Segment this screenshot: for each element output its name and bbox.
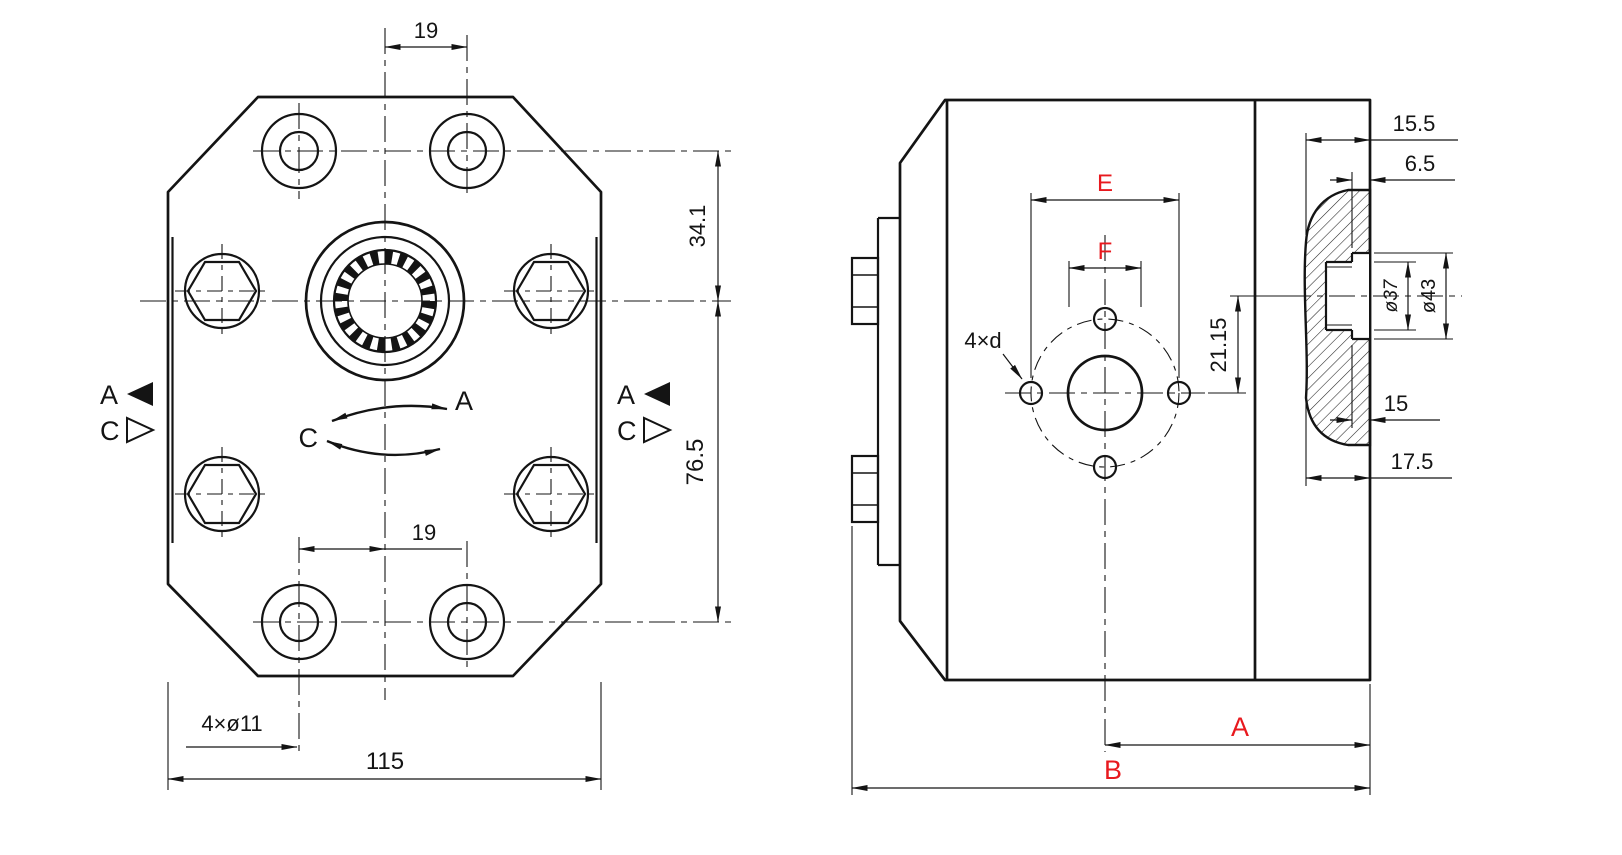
flange-bolt-top-left <box>175 244 269 338</box>
dim-f: F <box>1068 238 1142 307</box>
dim-counterbore-depth: 6.5 <box>1330 151 1455 248</box>
dim-b: B <box>851 526 1371 795</box>
rotation-label-c: C <box>299 423 319 453</box>
mounting-hole-bottom-left <box>260 583 338 661</box>
dim-e: E <box>1030 170 1180 378</box>
view-marker-a-label: A <box>100 380 118 410</box>
view-marker-c-label: C <box>617 416 637 446</box>
port-bore-outline <box>1324 251 1370 341</box>
dim-port-offset-depth: 15.5 <box>1305 111 1458 235</box>
dim-port-face-label: 17.5 <box>1391 449 1434 474</box>
bolt-head-lower <box>850 454 880 524</box>
front-centerlines <box>140 28 731 753</box>
view-marker-a-arrow-icon <box>127 382 153 406</box>
dim-a-label: A <box>1231 712 1249 742</box>
rotation-label-a: A <box>455 386 473 416</box>
dim-port-face: 17.5 <box>1305 402 1452 486</box>
dim-b-label: B <box>1104 755 1122 785</box>
dim-port-offset-depth-label: 15.5 <box>1393 111 1436 136</box>
view-marker-c-arrow-icon <box>643 416 673 444</box>
pump-body-outline <box>898 98 1372 682</box>
view-markers-left: A C <box>100 380 156 446</box>
mounting-hole-top-left <box>260 112 338 190</box>
dim-a: A <box>1104 684 1371 795</box>
shaft-spline <box>304 220 466 382</box>
flange-bolt-bottom-left <box>175 447 269 541</box>
front-view: A C 19 34.1 76.5 19 4×ø11 115 A C <box>100 18 731 790</box>
dim-thread-dia: ø37 <box>1374 261 1416 331</box>
view-marker-a-arrow-icon <box>644 382 670 406</box>
dim-overall-width: 115 <box>366 748 404 775</box>
dim-thread-dia-label: ø37 <box>1381 278 1402 312</box>
dim-e-label: E <box>1097 170 1113 197</box>
dim-f-label: F <box>1098 238 1113 265</box>
dim-bore-dia-label: ø43 <box>1418 279 1440 313</box>
flange-strip <box>876 216 900 567</box>
view-marker-c-label: C <box>100 416 120 446</box>
bolt-circle <box>1005 235 1205 752</box>
mounting-hole-bottom-right <box>428 583 506 661</box>
mounting-hole-top-right <box>428 112 506 190</box>
rotation-arrows: A C <box>299 386 473 457</box>
side-view: E F 4×d 21.15 <box>850 98 1462 795</box>
holes-callout: 4×d <box>964 328 1023 380</box>
holes-callout-label: 4×d <box>964 328 1001 353</box>
flange-bolt-top-right <box>504 244 598 338</box>
dim-bore-dia: ø43 <box>1374 252 1453 340</box>
dim-upper-height: 34.1 <box>685 205 710 248</box>
dim-port-height-label: 21.15 <box>1206 317 1231 372</box>
dim-mount-holes: 4×ø11 <box>201 711 262 736</box>
dim-port-height: 21.15 <box>1206 295 1288 394</box>
view-marker-a-label: A <box>617 380 635 410</box>
view-marker-c-arrow-icon <box>126 416 156 444</box>
port-section <box>1285 188 1462 447</box>
view-markers-right: A C <box>617 380 673 446</box>
dim-top-spacing: 19 <box>414 18 438 43</box>
flange-plate-outline <box>166 95 603 678</box>
port-thread-lines <box>1326 266 1352 326</box>
dim-lower-height: 76.5 <box>682 439 709 486</box>
front-dimensions: 19 34.1 76.5 19 4×ø11 115 <box>167 18 721 790</box>
dim-lower-spacing: 19 <box>412 520 436 545</box>
dim-thread-depth: 15 <box>1330 345 1440 428</box>
dim-thread-depth-label: 15 <box>1384 391 1408 416</box>
flange-bolt-bottom-right <box>504 447 598 541</box>
dim-counterbore-depth-label: 6.5 <box>1405 151 1436 176</box>
bolt-head-upper <box>850 256 880 326</box>
spline-teeth <box>334 250 436 352</box>
